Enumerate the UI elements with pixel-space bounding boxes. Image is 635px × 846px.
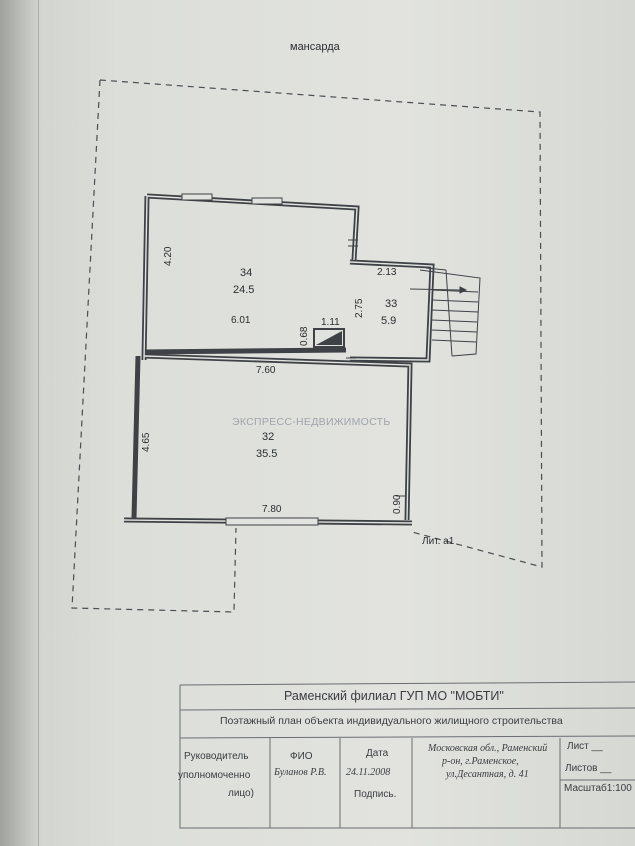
page-binding [0, 0, 40, 846]
room-33-number: 33 [385, 298, 398, 310]
fio-value: Буланов Р.В. [274, 767, 327, 778]
signature-label: Подпись. [354, 789, 397, 800]
floor-label: мансарда [290, 41, 340, 53]
roof-outline [99, 79, 543, 568]
lit-label: Лит. а1 [422, 536, 455, 547]
stairs [409, 267, 481, 357]
address-line-2: р-он, г.Раменское, [442, 756, 519, 767]
address-line-3: ул.Десантная, д. 41 [446, 769, 529, 780]
fio-header: ФИО [290, 751, 313, 762]
room-34-area: 24.5 [233, 284, 255, 296]
dim-2-13: 2.13 [377, 267, 397, 278]
roof-outline-left [71, 79, 237, 613]
watermark: ЭКСПРЕСС-НЕДВИЖИМОСТЬ [232, 416, 391, 428]
shaft-symbol [313, 328, 345, 348]
binding-edge [38, 0, 39, 846]
address-line-1: Московская обл., Раменский [428, 743, 548, 754]
dim-7-60: 7.60 [256, 365, 276, 376]
scale-label: Масштаб1:100 [564, 783, 632, 794]
role-line-1: Руководитель [184, 751, 249, 762]
room-34-number: 34 [240, 267, 253, 279]
room-32-area: 35.5 [256, 448, 278, 460]
dim-6-01: 6.01 [231, 315, 251, 326]
role-line-2: уполномоченно [178, 770, 251, 781]
role-line-3: лицо) [228, 788, 254, 799]
date-header: Дата [366, 748, 389, 759]
sheets-count-label: Листов __ [565, 763, 612, 774]
document-title: Поэтажный план объекта индивидуального ж… [220, 715, 563, 727]
sheet-label: Лист __ [567, 741, 603, 752]
org-name: Раменский филиал ГУП МО "МОБТИ" [284, 689, 504, 703]
dim-7-80: 7.80 [262, 504, 282, 515]
room-33-area: 5.9 [381, 315, 397, 327]
room-32-number: 32 [262, 431, 275, 443]
date-value: 24.11.2008 [346, 767, 391, 778]
dim-1-11: 1.11 [321, 317, 340, 328]
windows [181, 193, 319, 526]
